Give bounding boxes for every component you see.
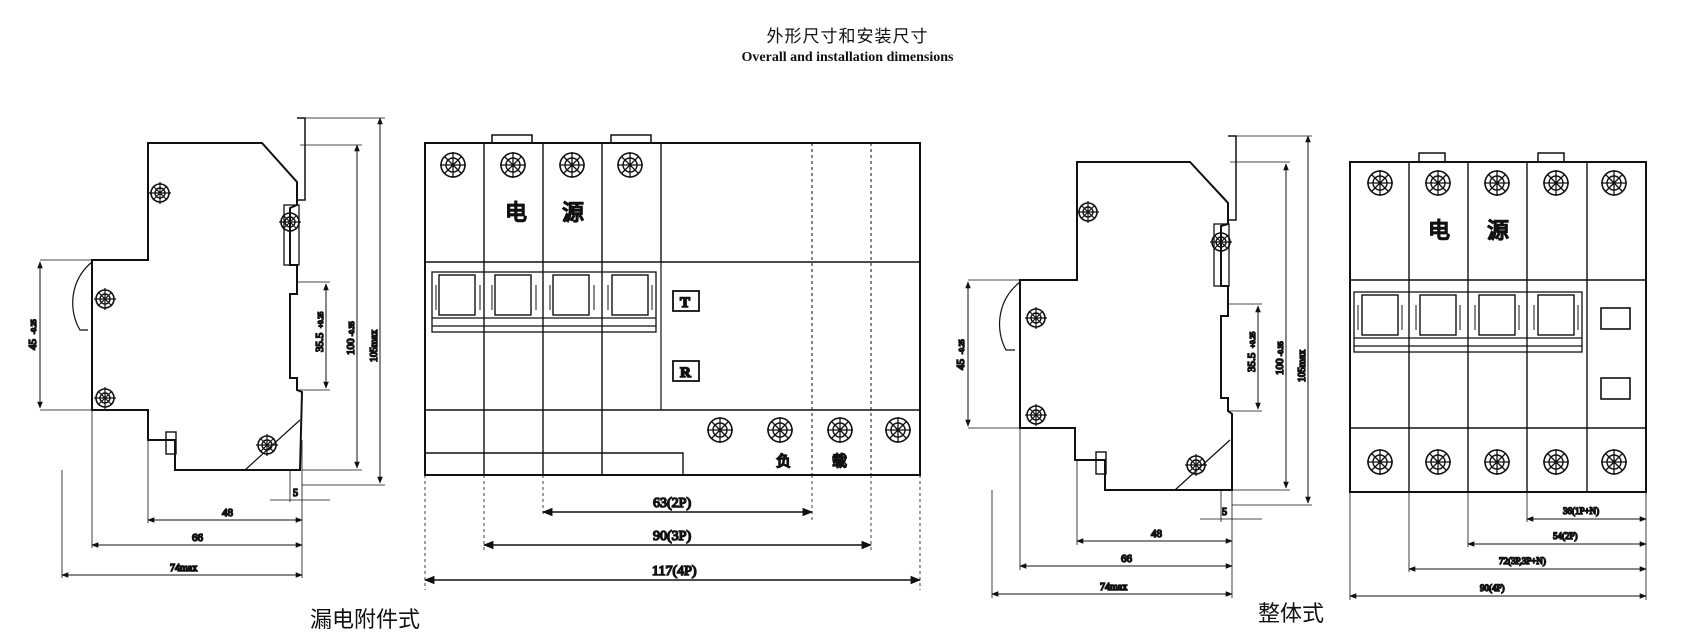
test-button-t-label: T	[680, 295, 690, 311]
left-dim-66: 66	[192, 532, 204, 544]
left-load-label-2: 载	[832, 453, 847, 470]
left-vdim-45: 45	[27, 339, 39, 351]
left-dim-74: 74max	[170, 563, 197, 574]
right-source-label-2: 源	[1487, 218, 1509, 243]
right-source-label-1: 电	[1428, 218, 1450, 243]
header: 外形尺寸和安装尺寸 Overall and installation dimen…	[0, 26, 1695, 68]
right-vdim-45: 45	[955, 359, 967, 371]
right-dim-2p: 54(2P)	[1553, 531, 1578, 541]
right-dim-74: 74max	[1100, 582, 1127, 593]
right-side-body-outline	[1019, 161, 1233, 491]
right-test-window	[1600, 307, 1631, 330]
left-vdim-35: 35.5	[314, 332, 326, 352]
title-chinese: 外形尺寸和安装尺寸	[766, 27, 929, 47]
left-side-body-outline	[91, 142, 304, 471]
right-dim-4p: 90(4P)	[1480, 583, 1505, 593]
right-dim-66: 66	[1121, 553, 1133, 565]
right-dim-3p: 72(3P,3P+N)	[1499, 556, 1546, 566]
right-vdim-100-tol: -0.35	[1277, 341, 1285, 356]
left-vdim-100-tol: -0.35	[348, 321, 356, 336]
caption-leakage-attachment: 漏电附件式	[310, 608, 421, 633]
caption-integral: 整体式	[1258, 602, 1325, 627]
test-button-t	[672, 290, 700, 312]
right-dim-5: 5	[1222, 507, 1227, 518]
right-front-view: 电 源 36(1P+N) 54(2P) 72(3P,3P+N) 90(4P)	[1349, 152, 1647, 600]
right-vdim-35: 35.5	[1246, 352, 1258, 372]
right-vdim-100: 100	[1274, 358, 1286, 375]
right-vdim-105: 105max	[1297, 350, 1308, 382]
left-dim-3p: 90(3P)	[653, 529, 691, 544]
left-dim-4p: 117(4P)	[652, 564, 697, 579]
left-vdim-105: 105max	[369, 330, 380, 362]
reset-button-r-label: R	[680, 365, 691, 381]
right-vdim-45-tol: -0.25	[958, 339, 966, 354]
left-vdim-100: 100	[345, 338, 357, 355]
right-side-view: 48 66 74max 5 45 -0.25 35.5 +0.25 100 -0…	[954, 135, 1312, 598]
title-english: Overall and installation dimensions	[741, 50, 954, 65]
reset-button-r	[672, 360, 700, 382]
right-vdim-35-tol: +0.25	[1249, 331, 1257, 348]
left-vdim-45-tol: -0.25	[30, 319, 38, 334]
right-dim-48: 48	[1151, 528, 1163, 540]
left-load-label-1: 负	[776, 453, 791, 470]
left-dim-5: 5	[293, 488, 298, 499]
left-front-view: T R 电 源 负 载 63(2P) 90(3P) 117(4P)	[423, 134, 922, 590]
left-dim-2p: 63(2P)	[653, 496, 691, 511]
left-source-label-2: 源	[562, 200, 584, 225]
left-dim-48: 48	[222, 507, 234, 519]
left-source-label-1: 电	[505, 200, 527, 225]
left-vdim-35-tol: +0.25	[317, 311, 325, 328]
right-dim-1pn: 36(1P+N)	[1563, 506, 1599, 516]
right-reset-window	[1600, 377, 1631, 400]
left-side-view: 48 66 74max 5 45 -0.25 35.5 +0.25 100 -0…	[26, 117, 385, 578]
